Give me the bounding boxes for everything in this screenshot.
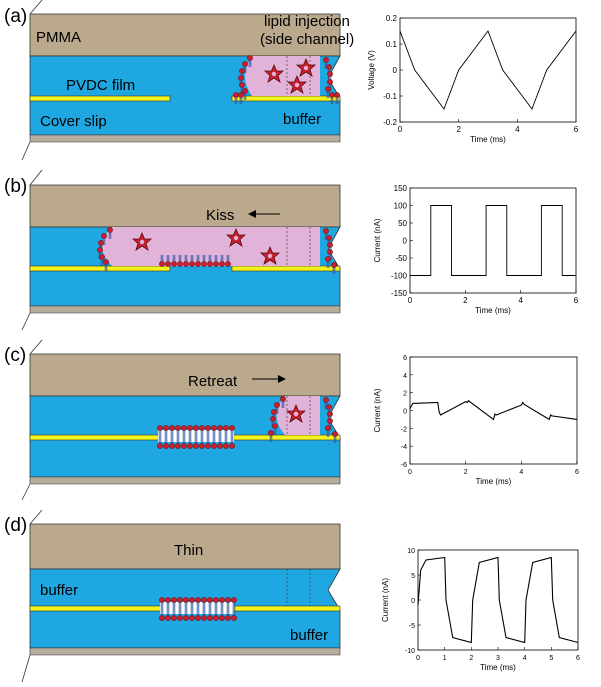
plot-frame xyxy=(409,187,577,294)
y-tick-label: 50 xyxy=(398,219,407,228)
x-axis-label: Time (ms) xyxy=(476,477,512,486)
x-tick-label: 0 xyxy=(398,125,403,134)
series-line xyxy=(409,399,578,421)
panel-letter-c: (c) xyxy=(4,345,26,366)
pvdc-film-left xyxy=(29,265,171,272)
x-tick-label: 1 xyxy=(443,655,447,662)
y-tick-label: -100 xyxy=(391,272,408,281)
panel-c-schematic: (c) Retreat xyxy=(4,339,341,501)
y-axis-label: Voltage (V) xyxy=(367,50,376,90)
pvdc-film-left xyxy=(29,434,171,441)
x-tick-label: 4 xyxy=(523,655,527,662)
x-tick-label: 4 xyxy=(519,469,523,476)
x-tick-label: 0 xyxy=(416,655,420,662)
y-tick-label: 0.2 xyxy=(386,14,398,23)
bilayer-d xyxy=(158,596,238,622)
y-tick-label: -150 xyxy=(391,289,408,298)
y-tick-label: -50 xyxy=(395,254,407,263)
y-axis-label: Current (nA) xyxy=(381,578,390,622)
x-tick-label: 2 xyxy=(456,125,461,134)
action-label-c: Retreat xyxy=(188,373,238,390)
pmma-label: PMMA xyxy=(36,29,81,46)
y-tick-label: 0.1 xyxy=(386,40,398,49)
x-tick-label: 6 xyxy=(574,296,579,305)
buffer-label-left: buffer xyxy=(40,582,78,599)
coverslip-edge xyxy=(29,305,341,314)
lipid-plug xyxy=(245,56,320,96)
x-tick-label: 2 xyxy=(469,655,473,662)
coverslip-edge xyxy=(29,476,341,485)
x-tick-label: 0 xyxy=(408,296,413,305)
plot-frame xyxy=(409,356,578,465)
pvdc-film-left xyxy=(29,95,171,102)
injection-label-2: (side channel) xyxy=(260,31,354,48)
pvdc-film-right xyxy=(231,434,341,441)
series-line xyxy=(410,205,576,276)
panel-d-schematic: (d) Thin buffer buffer xyxy=(4,509,341,683)
y-tick-label: 6 xyxy=(403,355,407,362)
pvdc-film-left xyxy=(29,605,171,612)
buffer-label-a: buffer xyxy=(283,111,321,128)
y-tick-label: -10 xyxy=(405,648,415,655)
panel-b-schematic: (b) Kiss xyxy=(4,169,341,331)
y-tick-label: 150 xyxy=(394,184,408,193)
series-line xyxy=(417,556,579,644)
panel-letter-a: (a) xyxy=(4,6,27,27)
panel-letter-b: (b) xyxy=(4,176,27,197)
plot-frame xyxy=(399,17,577,123)
y-tick-label: 5 xyxy=(411,573,415,580)
bilayer-c xyxy=(156,424,236,450)
y-tick-label: -0.2 xyxy=(383,118,397,127)
y-tick-label: -4 xyxy=(401,444,407,451)
coverslip-label: Cover slip xyxy=(40,113,107,130)
x-axis-label: Time (ms) xyxy=(475,306,511,315)
pmma-layer xyxy=(29,353,341,397)
x-tick-label: 4 xyxy=(515,125,520,134)
y-tick-label: 0 xyxy=(403,409,407,416)
y-tick-label: 4 xyxy=(403,373,407,380)
buffer-label-right: buffer xyxy=(290,627,328,644)
action-label-b: Kiss xyxy=(206,207,234,224)
x-tick-label: 6 xyxy=(575,469,579,476)
x-tick-label: 6 xyxy=(576,655,580,662)
x-tick-label: 6 xyxy=(574,125,579,134)
y-axis-label: Current (nA) xyxy=(373,218,382,262)
pvdc-film-right xyxy=(231,605,341,612)
panel-a-schematic: (a) PMMA lipid injection (side channel) … xyxy=(4,0,354,161)
injection-label-1: lipid injection xyxy=(264,13,350,30)
coverslip-edge xyxy=(29,134,341,143)
y-tick-label: -6 xyxy=(401,462,407,469)
y-axis-label: Current (nA) xyxy=(373,388,382,432)
pvdc-film-right xyxy=(231,265,341,272)
x-axis-label: Time (ms) xyxy=(470,135,506,144)
y-tick-label: -2 xyxy=(401,426,407,433)
action-label-d: Thin xyxy=(174,542,203,559)
pmma-layer xyxy=(29,184,341,228)
y-tick-label: 0 xyxy=(403,237,408,246)
y-tick-label: 0 xyxy=(393,66,398,75)
panel-letter-d: (d) xyxy=(4,515,27,536)
x-tick-label: 3 xyxy=(496,655,500,662)
x-tick-label: 5 xyxy=(549,655,553,662)
x-tick-label: 2 xyxy=(464,469,468,476)
y-tick-label: 0 xyxy=(411,598,415,605)
y-tick-label: 100 xyxy=(394,202,408,211)
pvdc-film-label: PVDC film xyxy=(66,77,135,94)
y-tick-label: -0.1 xyxy=(383,92,397,101)
y-tick-label: 10 xyxy=(407,548,415,555)
x-tick-label: 4 xyxy=(518,296,523,305)
pvdc-film-right xyxy=(231,95,341,102)
x-tick-label: 2 xyxy=(463,296,468,305)
x-axis-label: Time (ms) xyxy=(480,663,516,672)
coverslip-edge xyxy=(29,647,341,656)
x-tick-label: 0 xyxy=(408,469,412,476)
y-tick-label: 2 xyxy=(403,391,407,398)
series-line xyxy=(399,30,577,110)
y-tick-label: -5 xyxy=(409,623,415,630)
